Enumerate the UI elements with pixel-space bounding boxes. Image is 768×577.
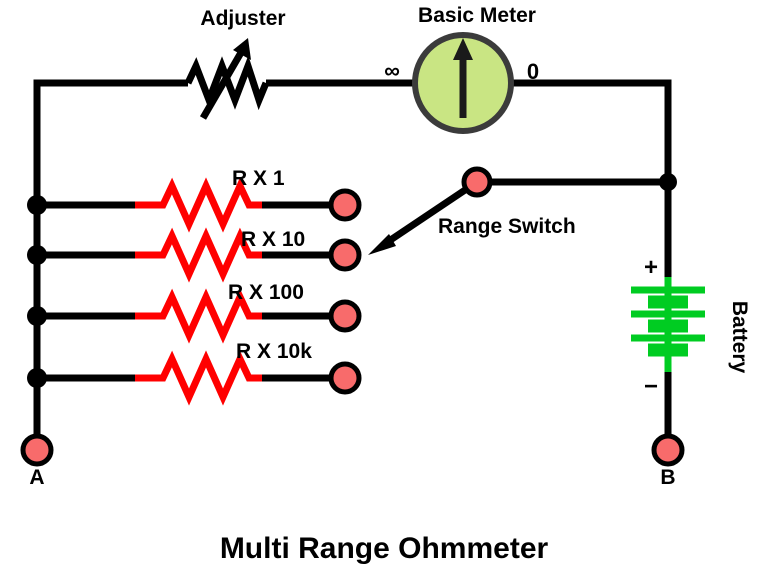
- range-label-rx10k: R X 10k: [236, 340, 312, 363]
- battery-minus-sign: −: [644, 373, 658, 400]
- terminal-a-jack[interactable]: [20, 433, 54, 467]
- resistor-icon-rx1: [135, 177, 262, 233]
- right-rail-junction-node: [659, 173, 677, 191]
- battery-label: Battery: [728, 301, 751, 374]
- range-row-rx10k[interactable]: [27, 350, 362, 406]
- switch-pointer-icon[interactable]: [381, 179, 479, 248]
- range-contact-rx100[interactable]: [328, 299, 362, 333]
- battery-plus-sign: +: [644, 254, 658, 281]
- adjuster-zigzag: [184, 55, 270, 111]
- range-label-rx10: R X 10: [241, 228, 305, 251]
- terminal-b-label: B: [660, 466, 675, 489]
- resistor-icon-rx10: [135, 227, 262, 283]
- range-row-rx10[interactable]: [27, 227, 362, 283]
- terminal-a-label: A: [29, 466, 44, 489]
- range-contact-rx10k[interactable]: [328, 361, 362, 395]
- meter-needle-head: [453, 38, 473, 60]
- resistor-icon-rx10k: [135, 350, 262, 406]
- potentiometer-icon[interactable]: [184, 38, 270, 120]
- adjuster-arrow-shaft: [199, 42, 250, 120]
- range-switch-pivot-terminal[interactable]: [461, 166, 493, 198]
- terminal-a-group[interactable]: [20, 433, 54, 467]
- range-row-rx100[interactable]: [27, 288, 362, 344]
- range-label-rx100: R X 100: [228, 281, 304, 304]
- range-contact-rx10[interactable]: [328, 238, 362, 272]
- meter-zero-label: 0: [527, 59, 539, 84]
- adjuster-arrow-head: [233, 38, 251, 60]
- diagram-title: Multi Range Ohmmeter: [220, 532, 549, 565]
- range-switch-label: Range Switch: [438, 215, 576, 238]
- meter-label: Basic Meter: [418, 4, 536, 27]
- switch-pointer-arrowhead: [368, 234, 396, 255]
- range-label-rx1: R X 1: [232, 167, 285, 190]
- terminal-b-jack[interactable]: [651, 433, 685, 467]
- meter-needle-icon[interactable]: [412, 32, 514, 134]
- meter-infinity-label: ∞: [384, 58, 400, 83]
- range-contact-rx1[interactable]: [328, 188, 362, 222]
- adjuster-label: Adjuster: [200, 7, 285, 30]
- range-row-rx1[interactable]: [27, 177, 362, 233]
- battery-icon[interactable]: [631, 277, 705, 372]
- resistor-icon-rx100: [135, 288, 262, 344]
- terminal-b-group[interactable]: [651, 372, 685, 467]
- range-switch-group[interactable]: [368, 166, 677, 255]
